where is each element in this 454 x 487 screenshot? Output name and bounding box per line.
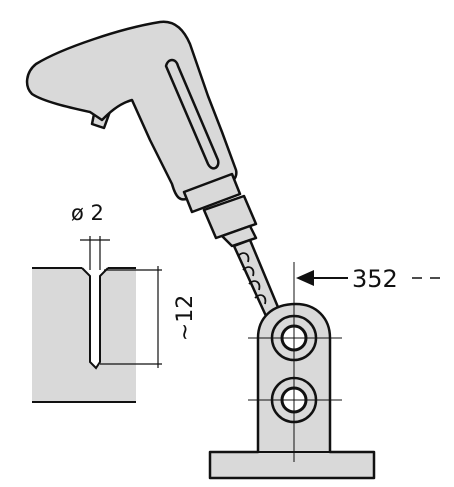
section-detail — [32, 236, 162, 403]
depth-label: ~12 — [173, 295, 198, 341]
drill-icon — [25, 20, 282, 324]
diameter-label: ø 2 — [71, 201, 104, 225]
reference-label: 352 — [352, 265, 398, 293]
section-block — [32, 268, 136, 402]
arrow-head-icon — [296, 270, 314, 286]
drill-bit-flutes — [237, 252, 267, 305]
drill-chuck-tip — [220, 224, 258, 248]
section-hole — [81, 267, 109, 370]
reference-arrow — [296, 270, 440, 286]
bracket-centerlines — [248, 262, 342, 462]
drill-grip-slot — [164, 58, 220, 170]
drill-body — [25, 20, 238, 201]
bracket-part — [208, 262, 376, 480]
drill-collar — [182, 172, 242, 214]
